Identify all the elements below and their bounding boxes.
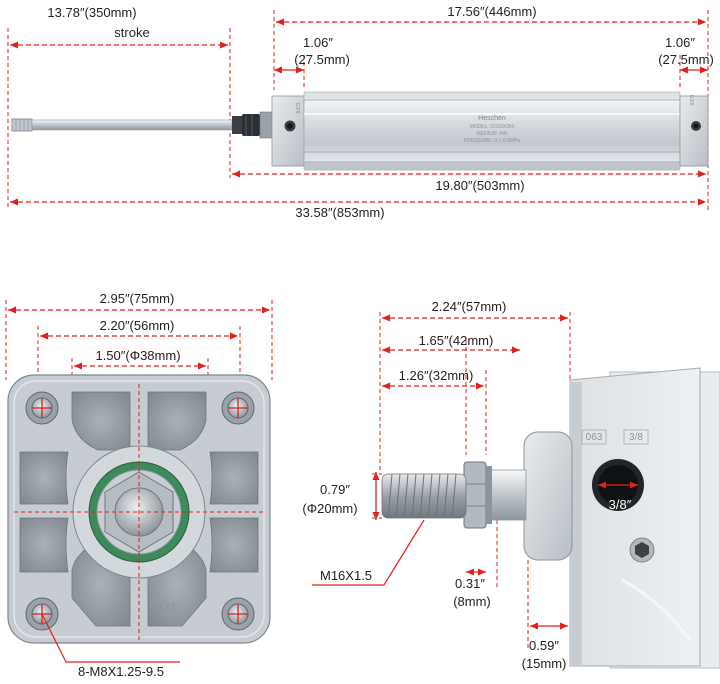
- cylinder-barrel: Heschen MODEL: SC63X350 MEDIUM: AIR PRES…: [303, 91, 681, 171]
- top-view: 13.78″(350mm) stroke 17.56″(446mm) 1.06″…: [7, 4, 714, 220]
- side-view: 2.24″(57mm) 1.65″(42mm) 1.26″(32mm) 063 …: [302, 299, 720, 671]
- end-view: 2.95″(75mm) 2.20″(56mm) 1.50″(Φ38mm): [5, 291, 273, 679]
- end-width-label: 2.95″(75mm): [100, 291, 175, 306]
- rod-diameter-in: 0.79″: [320, 482, 350, 497]
- nut-width-in: 0.31″: [455, 576, 485, 591]
- bore-engraving: 063: [586, 432, 603, 443]
- end-cap-right-in: 1.06″: [665, 35, 695, 50]
- model-label: MODEL: SC63X350: [470, 124, 515, 130]
- stroke-word-label: stroke: [114, 25, 149, 40]
- thread-spec-label: M16X1.5: [320, 568, 372, 583]
- side-rod: [489, 469, 527, 521]
- tie-rod-bolt-top-left: [25, 391, 59, 425]
- port-engraving: 3/8: [629, 432, 643, 443]
- side-body: 063 3/8: [569, 367, 720, 669]
- tie-rod-spec-label: 8-M8X1.25-9.5: [78, 664, 164, 679]
- retracted-length-label: 19.80″(503mm): [435, 178, 524, 193]
- nut-width-mm: (8mm): [453, 594, 491, 609]
- threaded-rod-end: [381, 473, 467, 519]
- overall-label: 2.24″(57mm): [432, 299, 507, 314]
- boss-diameter-label: 1.50″(Φ38mm): [95, 348, 180, 363]
- piston-rod: [11, 118, 233, 132]
- port-right-engraving: G3/8: [688, 95, 694, 106]
- spec-line-1: MEDIUM: AIR: [476, 131, 508, 137]
- port-left-engraving: G3/8: [294, 103, 300, 114]
- rear-end-cap: G3/8: [679, 95, 709, 167]
- boss-width-in: 0.59″: [529, 638, 559, 653]
- body-length-label: 17.56″(446mm): [447, 4, 536, 19]
- tie-rod-bolt-top-right: [221, 391, 255, 425]
- front-boss: [523, 431, 573, 561]
- front-end-cap: G3/8: [271, 95, 305, 167]
- stroke-dim-label: 13.78″(350mm): [47, 5, 136, 20]
- bolt-spacing-label: 2.20″(56mm): [100, 318, 175, 333]
- ly1-engraving: LY1: [159, 602, 176, 613]
- end-cap-left-mm: (27.5mm): [294, 52, 350, 67]
- port-dim-label: 3/8″: [609, 497, 632, 512]
- rod-diameter-mm: (Φ20mm): [302, 501, 357, 516]
- rod-nut: [232, 111, 273, 139]
- extended-length-label: 33.58″(853mm): [295, 205, 384, 220]
- to-nut-label: 1.65″(42mm): [419, 333, 494, 348]
- spec-line-2: PRESSURE: 0.1-0.9MPa: [464, 138, 520, 144]
- end-cap-left-in: 1.06″: [303, 35, 333, 50]
- tie-rod-bolt-bottom-right: [221, 597, 255, 631]
- brand-label: Heschen: [478, 115, 506, 122]
- plate-pockets: [19, 391, 259, 627]
- tie-rod-spec-leader: [41, 613, 180, 663]
- end-cap-right-mm: (27.5mm): [658, 52, 714, 67]
- boss-width-mm: (15mm): [522, 656, 567, 671]
- thread-length-label: 1.26″(32mm): [399, 368, 474, 383]
- side-nut: [463, 461, 492, 529]
- thread-spec-leader: [312, 519, 425, 586]
